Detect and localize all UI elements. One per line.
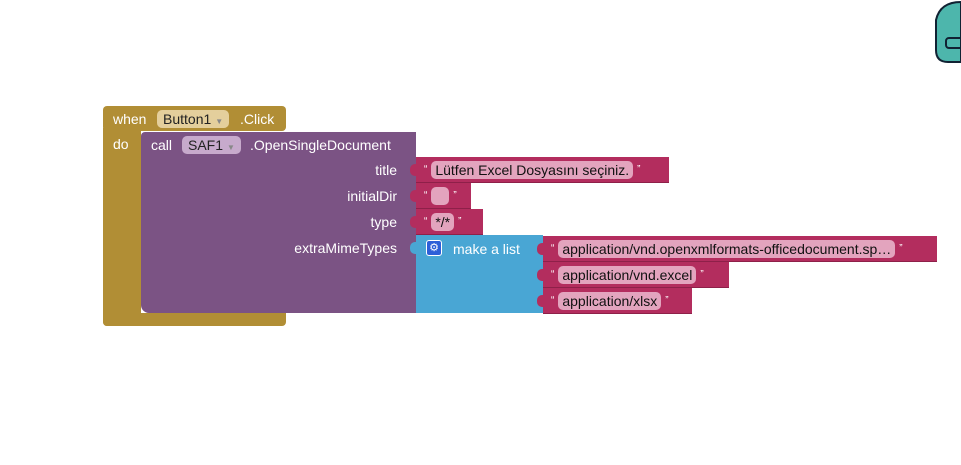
list-item-text-block[interactable]: “application/xlsx” <box>537 288 692 314</box>
close-quote: ” <box>637 164 641 175</box>
open-quote: “ <box>424 164 428 175</box>
call-label: call <box>151 137 173 153</box>
close-quote: ” <box>453 190 457 201</box>
list-item-text-block[interactable]: “application/vnd.openxmlformats-officedo… <box>537 236 937 262</box>
close-quote: ” <box>665 295 669 306</box>
list-item-text-field[interactable]: application/xlsx <box>558 291 662 310</box>
open-quote: “ <box>551 295 555 306</box>
chevron-down-icon: ▼ <box>227 143 235 152</box>
event-block-bottom <box>103 313 286 326</box>
close-quote: ” <box>458 216 462 227</box>
component-dropdown[interactable]: Button1▼ <box>157 110 230 128</box>
title-text-block[interactable]: “Lütfen Excel Dosyasını seçiniz.” <box>410 157 669 183</box>
list-item-text-field[interactable]: application/vnd.openxmlformats-officedoc… <box>558 239 896 258</box>
param-title: title <box>375 162 397 178</box>
event-block-body <box>103 128 141 326</box>
backpack-icon[interactable] <box>930 0 961 66</box>
make-a-list-label: make a list <box>453 241 520 257</box>
param-extramimetypes: extraMimeTypes <box>294 240 397 256</box>
do-label: do <box>113 136 129 152</box>
param-initialdir: initialDir <box>347 188 397 204</box>
close-quote: ” <box>700 269 704 280</box>
close-quote: ” <box>899 243 903 254</box>
open-quote: “ <box>424 216 428 227</box>
initialdir-text-field[interactable] <box>431 186 450 205</box>
method-name: .OpenSingleDocument <box>250 137 391 153</box>
chevron-down-icon: ▼ <box>215 117 224 126</box>
event-name: .Click <box>240 111 275 127</box>
when-label: when <box>113 111 147 127</box>
saf-component-dropdown[interactable]: SAF1▼ <box>182 136 241 154</box>
list-item-text-field[interactable]: application/vnd.excel <box>558 265 697 284</box>
open-quote: “ <box>551 243 555 254</box>
open-quote: “ <box>424 190 428 201</box>
title-text-field[interactable]: Lütfen Excel Dosyasını seçiniz. <box>431 160 634 179</box>
param-type: type <box>370 214 397 230</box>
initialdir-text-block[interactable]: “” <box>410 183 471 209</box>
type-text-field[interactable]: */* <box>431 212 455 231</box>
call-open-single-document-block[interactable] <box>141 132 416 313</box>
open-quote: “ <box>551 269 555 280</box>
list-item-text-block[interactable]: “application/vnd.excel” <box>537 262 729 288</box>
type-text-block[interactable]: “*/*” <box>410 209 483 235</box>
component-name: Button1 <box>163 111 212 127</box>
mutator-gear-icon[interactable]: ⚙ <box>426 240 442 256</box>
saf-component-name: SAF1 <box>188 137 224 153</box>
